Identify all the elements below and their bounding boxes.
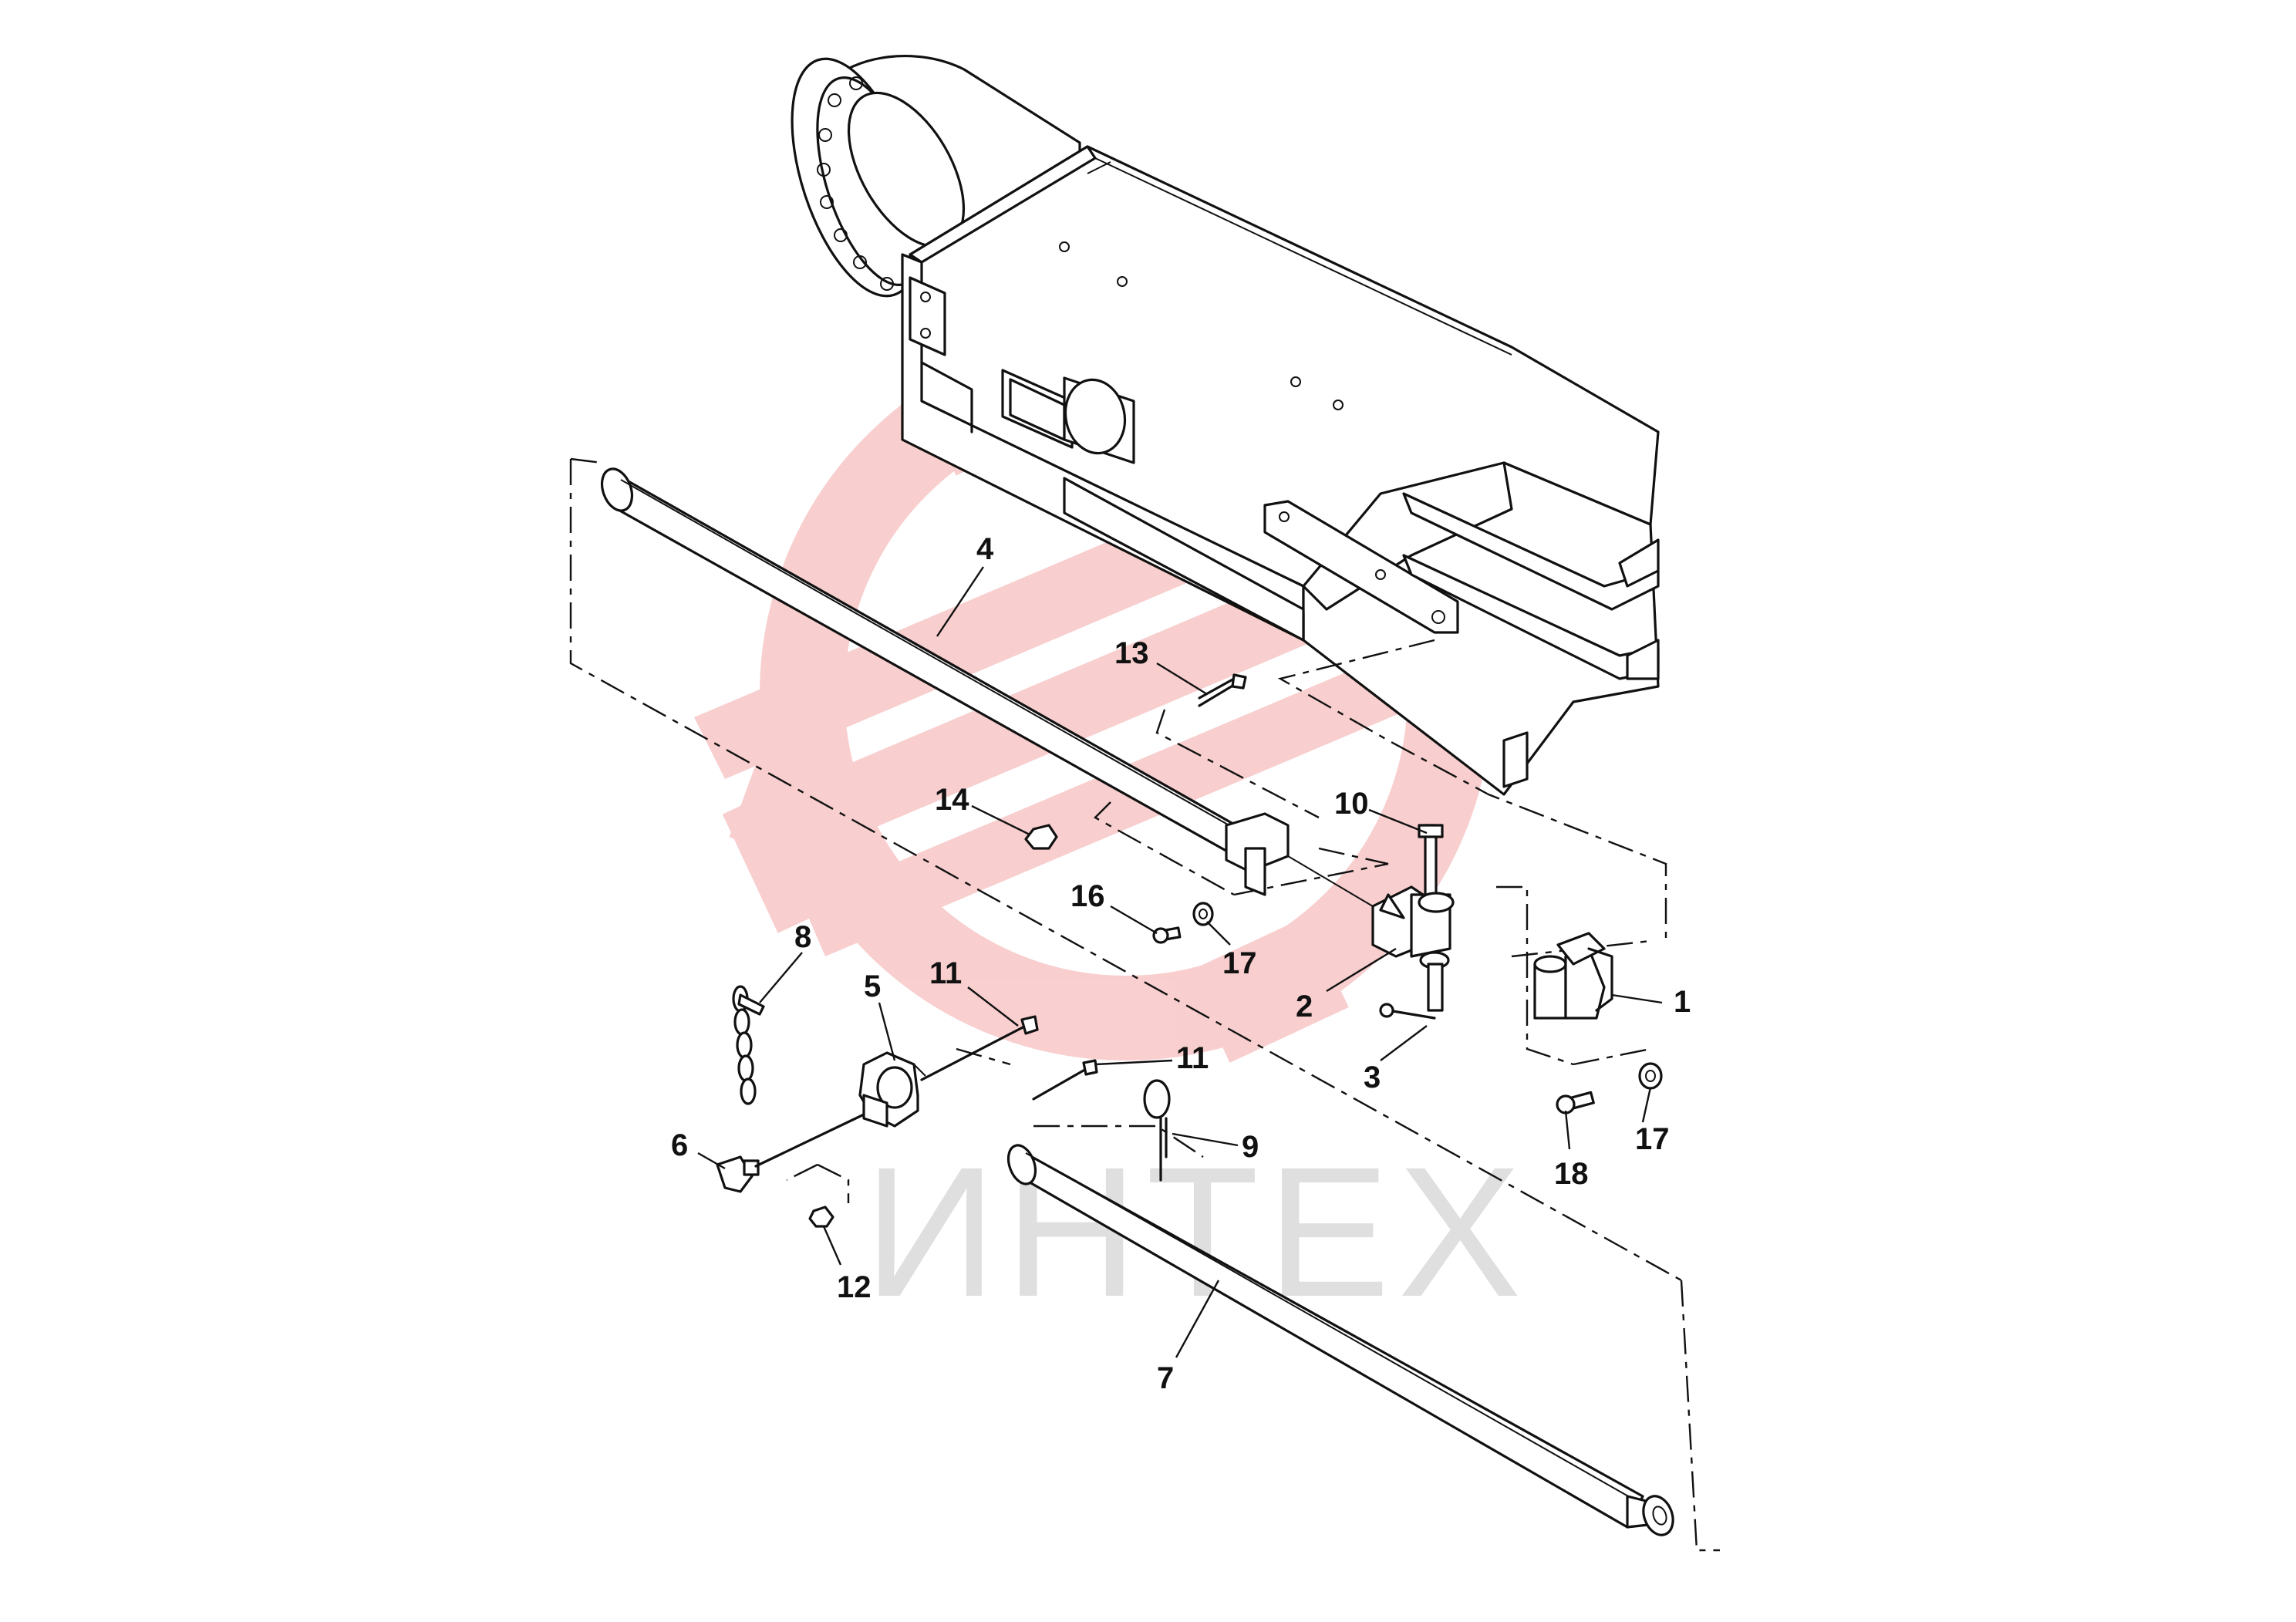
part-5-clamp	[858, 1051, 926, 1128]
callout-16: 16	[1070, 879, 1105, 913]
callout-17a: 17	[1222, 946, 1257, 980]
part-18-screw	[1556, 1091, 1595, 1114]
assembly-lines	[569, 457, 1720, 1552]
part-1-hinge-bracket	[1533, 932, 1613, 1020]
part-16-screw	[1152, 926, 1182, 944]
leader-lines	[697, 566, 1663, 1358]
boom-housing	[791, 54, 1660, 796]
part-12-nut	[808, 1206, 834, 1228]
part-6-knob	[716, 1113, 865, 1193]
watermark-text: ИНТЕХ	[864, 1128, 1529, 1335]
callout-17b: 17	[1635, 1122, 1670, 1156]
callout-5: 5	[864, 969, 881, 1003]
callout-4: 4	[976, 532, 994, 566]
callout-6: 6	[671, 1128, 688, 1162]
callout-10: 10	[1334, 787, 1369, 821]
part-17-washer-upper	[1192, 902, 1214, 926]
callout-8: 8	[794, 920, 811, 954]
callout-2: 2	[1296, 990, 1313, 1023]
part-11-bolt-lower	[1032, 1059, 1098, 1101]
callout-12: 12	[837, 1270, 872, 1304]
callout-11a: 11	[929, 956, 962, 990]
callout-9: 9	[1242, 1130, 1259, 1164]
callout-1: 1	[1674, 985, 1691, 1019]
callout-18: 18	[1554, 1157, 1589, 1191]
part-17-washer-lower	[1638, 1062, 1663, 1090]
flange-bolt-holes	[817, 76, 894, 291]
part-11-bolt-upper	[920, 1015, 1039, 1081]
callout-13: 13	[1114, 636, 1149, 670]
part-13-bolt	[1198, 673, 1247, 707]
part-7-tube	[1006, 1144, 1674, 1536]
callout-14: 14	[935, 783, 969, 817]
part-9-ring-pin	[1143, 1079, 1171, 1182]
callout-7: 7	[1157, 1361, 1174, 1395]
callout-labels: 1 2 3 4 5 6 7 8 9 10 11 11 12 13 14 16 1…	[671, 532, 1691, 1395]
part-10-bolt	[1418, 824, 1455, 913]
callout-11b: 11	[1176, 1041, 1209, 1075]
part-8-chain	[732, 985, 765, 1105]
part-14-nut	[1024, 824, 1058, 850]
callout-3: 3	[1364, 1061, 1381, 1094]
part-3-pin	[1379, 951, 1450, 1020]
